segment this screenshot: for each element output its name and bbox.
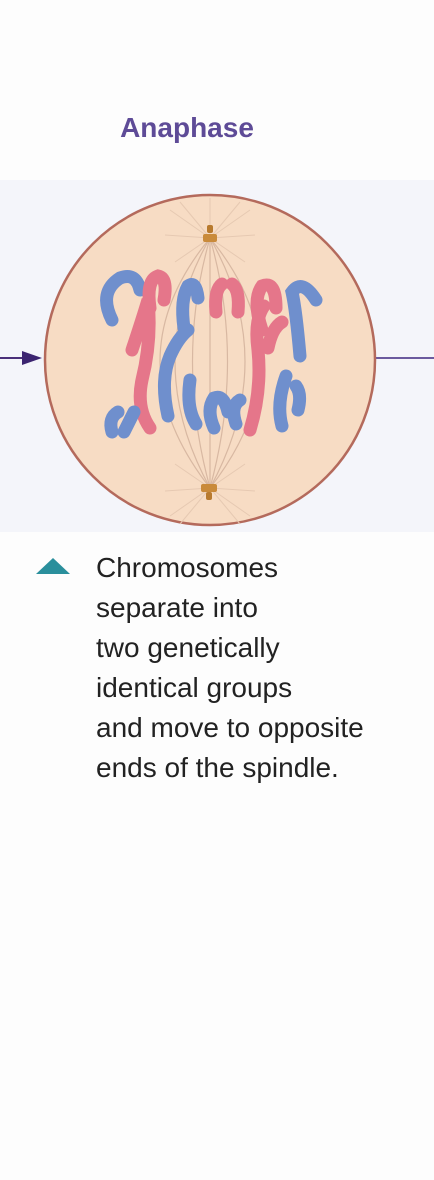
central-chromatids (125, 298, 289, 437)
chromatid-blue (104, 405, 125, 439)
description-line: two genetically (96, 632, 280, 663)
chromatid-pink (243, 299, 271, 437)
upper-chromatids (100, 269, 323, 363)
chromatid-blue (289, 379, 307, 417)
chromatid-pink (261, 315, 289, 355)
chromatid-pink (125, 298, 157, 435)
chromatid-blue (100, 270, 147, 327)
chromatid-blue (158, 323, 195, 423)
top-aster (164, 198, 256, 263)
chromatid-pink (225, 277, 245, 319)
anaphase-diagram (0, 193, 434, 527)
chromatid-blue (227, 393, 247, 431)
chromatid-blue (182, 373, 203, 431)
description-line: separate into (96, 592, 258, 623)
chromatid-blue (285, 280, 323, 363)
lower-chromatids (104, 369, 307, 439)
chromatid-blue (273, 369, 293, 433)
stage-title: Anaphase (120, 112, 254, 143)
spindle-fibers (159, 237, 261, 489)
stage-description: Chromosomes separate into two geneticall… (96, 548, 426, 788)
chromatid-blue (203, 390, 235, 435)
description-line: ends of the spindle. (96, 752, 339, 783)
chromatid-pink (142, 269, 172, 315)
description-line: identical groups (96, 672, 293, 703)
description-line: Chromosomes (96, 552, 279, 583)
bottom-centrosome (201, 484, 217, 500)
chromatid-blue (176, 278, 205, 335)
description-line: and move to opposite (96, 712, 364, 743)
top-centrosome (203, 225, 217, 242)
chromatid-pink (209, 277, 229, 319)
arrow-right-icon (22, 351, 42, 365)
triangle-up-icon (36, 558, 70, 574)
chromatid-blue (117, 405, 141, 439)
